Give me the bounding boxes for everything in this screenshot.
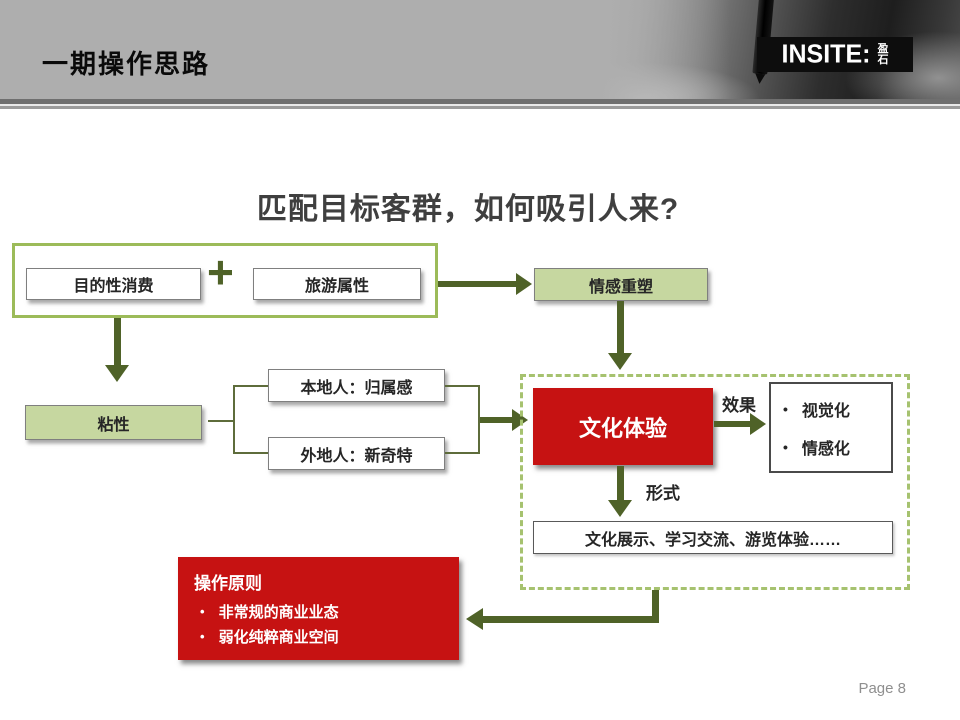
bullet-icon: • <box>783 438 788 455</box>
connector-left-top <box>233 385 268 387</box>
page-number: Page 8 <box>858 680 906 697</box>
arrow-line-emotion-down <box>617 301 624 353</box>
arrowhead-down-sticky <box>105 365 129 382</box>
box-purpose-consumption: 目的性消费 <box>26 268 201 300</box>
plus-sign: + <box>207 246 234 298</box>
box-tourism-attribute: 旅游属性 <box>253 268 421 300</box>
logo-wordmark: INSITE: <box>781 39 871 69</box>
question-title: 匹配目标客群，如何吸引人来? <box>256 193 680 226</box>
list-item: • 非常规的商业业态 <box>194 601 443 622</box>
label-effect: 效果 <box>722 396 756 415</box>
box-visitors-novelty: 外地人：新奇特 <box>268 437 445 470</box>
arrowhead-right-emotion <box>516 273 532 295</box>
principles-title: 操作原则 <box>194 574 262 593</box>
photo-fade <box>600 0 730 100</box>
bullet-icon: • <box>200 604 205 619</box>
arrow-line-form <box>617 466 624 500</box>
arrowhead-left-principles <box>466 608 483 630</box>
header-divider-thick <box>0 99 960 104</box>
effect-item-emotional: 情感化 <box>801 440 850 458</box>
box-emotion-reshape: 情感重塑 <box>534 268 708 301</box>
arrow-line-group-to-emotion <box>438 281 517 287</box>
header-divider-gap <box>0 104 960 106</box>
connector-right-bottom <box>445 452 480 454</box>
header-divider-thin <box>0 106 960 109</box>
list-item: • 视觉化 <box>783 397 891 421</box>
connector-left-vertical <box>233 385 235 454</box>
connector-right-top <box>445 385 480 387</box>
slide-header: 一期操作思路 INSITE: 盈 石 <box>0 0 960 100</box>
box-culture-experience: 文化体验 <box>533 388 713 465</box>
elbow-arrow-horizontal <box>483 616 659 623</box>
logo-cjk-mark: 盈 石 <box>877 42 889 66</box>
label-form: 形式 <box>646 484 680 503</box>
arrowhead-right-effect <box>750 413 766 435</box>
connector-left-bottom <box>233 452 268 454</box>
logo-cjk-top: 盈 <box>877 42 889 55</box>
insite-logo: INSITE: 盈 石 <box>757 37 913 72</box>
principles-item-weaken: 弱化纯粹商业空间 <box>218 629 339 646</box>
box-locals-belonging: 本地人：归属感 <box>268 369 445 402</box>
connector-sticky-stub <box>208 420 235 422</box>
list-item: • 情感化 <box>783 435 891 459</box>
arrowhead-down-dashed <box>608 353 632 370</box>
arrow-line-to-culture <box>480 417 513 423</box>
bullet-icon: • <box>783 400 788 417</box>
box-culture-forms: 文化展示、学习交流、游览体验…… <box>533 521 893 554</box>
arrow-line-group-to-sticky <box>114 318 121 365</box>
culture-dashed-container <box>520 374 910 590</box>
arrow-line-effect <box>714 421 751 427</box>
arrowhead-down-form <box>608 500 632 517</box>
page-title: 一期操作思路 <box>42 49 211 79</box>
box-stickiness: 粘性 <box>25 405 202 440</box>
principles-item-unconventional: 非常规的商业业态 <box>218 604 339 621</box>
connector-right-vertical <box>478 385 480 454</box>
logo-cjk-bottom: 石 <box>877 53 889 66</box>
elbow-arrow-vertical <box>652 590 659 623</box>
list-item: • 弱化纯粹商业空间 <box>194 626 443 647</box>
box-operation-principles: 操作原则 • 非常规的商业业态 • 弱化纯粹商业空间 <box>178 557 459 660</box>
effect-bullets-box: • 视觉化 • 情感化 <box>769 382 893 473</box>
bullet-icon: • <box>200 629 205 644</box>
effect-item-visual: 视觉化 <box>801 402 850 420</box>
